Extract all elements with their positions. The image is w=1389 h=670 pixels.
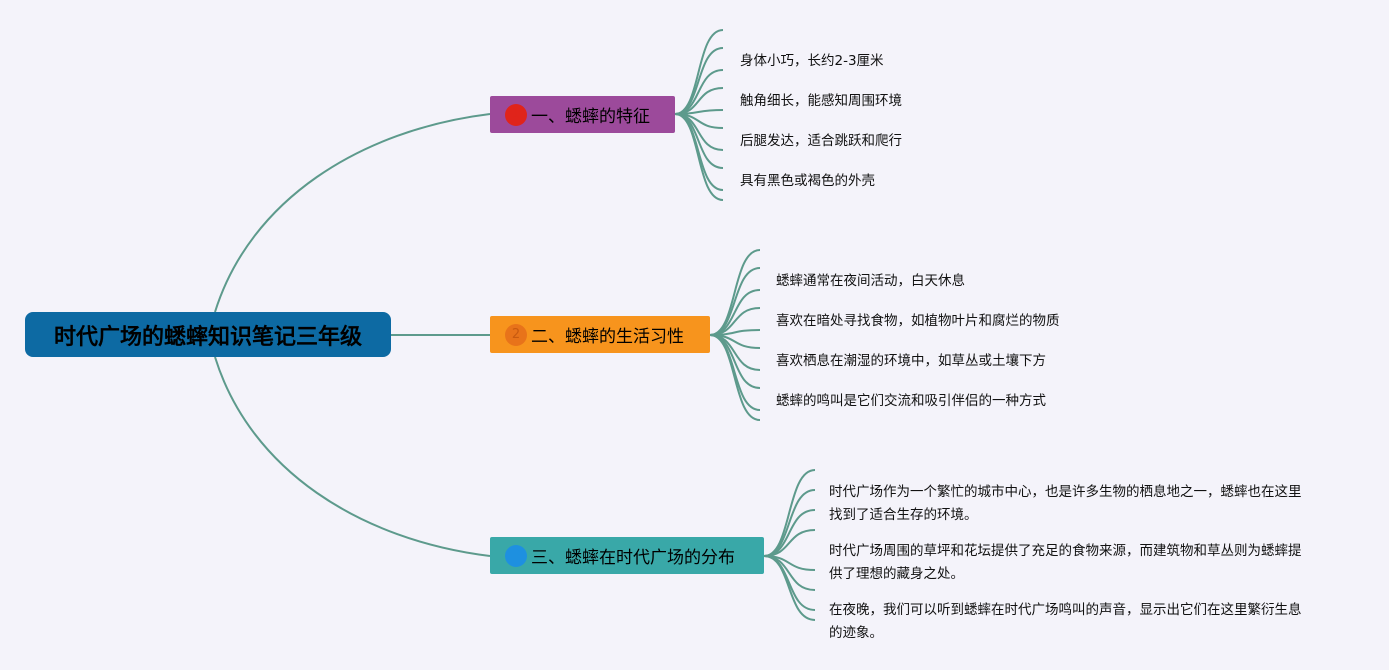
branch-topic-distribution[interactable]: 3 三、蟋蟀在时代广场的分布: [490, 537, 764, 574]
branch-topic-habits[interactable]: 2 二、蟋蟀的生活习性: [490, 316, 710, 353]
leaf-topic[interactable]: 喜欢在暗处寻找食物，如植物叶片和腐烂的物质: [776, 313, 1060, 329]
branch-2-fan-line: [709, 334, 761, 421]
leaf-topic[interactable]: 蟋蟀的鸣叫是它们交流和吸引伴侣的一种方式: [776, 393, 1046, 409]
leaf-topic[interactable]: 蟋蟀通常在夜间活动，白天休息: [776, 273, 965, 289]
leaf-topic[interactable]: 喜欢栖息在潮湿的环境中，如草丛或土壤下方: [776, 353, 1046, 369]
branch-label: 一、蟋蟀的特征: [531, 107, 650, 127]
branch-1-fan-line: [674, 47, 724, 115]
branch-label: 三、蟋蟀在时代广场的分布: [531, 548, 735, 568]
leaf-topic[interactable]: 时代广场作为一个繁忙的城市中心，也是许多生物的栖息地之一，蟋蟀也在这里 找到了适…: [829, 484, 1302, 523]
branch-3-fan-line: [763, 509, 816, 557]
number-badge-icon: 3: [505, 544, 527, 567]
branch-3-fan-line: [763, 489, 816, 557]
leaf-topic[interactable]: 具有黑色或褐色的外壳: [740, 173, 875, 189]
number-badge-icon: 1: [505, 103, 527, 126]
leaf-topic[interactable]: 时代广场周围的草坪和花坛提供了充足的食物来源，而建筑物和草丛则为蟋蟀提 供了理想…: [829, 543, 1302, 582]
number-badge-icon: 2: [505, 323, 527, 346]
branch-topic-characteristics[interactable]: 1 一、蟋蟀的特征: [490, 96, 675, 133]
branch-2-fan-line: [709, 334, 761, 411]
root-topic[interactable]: 时代广场的蟋蟀知识笔记三年级: [25, 312, 391, 357]
root-to-branch-1-line: [214, 113, 491, 313]
branch-2-fan-line: [709, 289, 761, 336]
root-topic-label: 时代广场的蟋蟀知识笔记三年级: [53, 324, 362, 350]
leaf-topic[interactable]: 身体小巧，长约2-3厘米: [740, 53, 884, 69]
branch-label: 二、蟋蟀的生活习性: [531, 327, 684, 347]
leaf-topic[interactable]: 在夜晚，我们可以听到蟋蟀在时代广场鸣叫的声音，显示出它们在这里繁衍生息 的迹象。: [829, 602, 1302, 641]
branch-1-fan-line: [674, 113, 724, 191]
branch-3-fan-line: [763, 555, 816, 621]
branch-2-fan-line: [709, 267, 761, 336]
branch-3-fan-line: [763, 529, 816, 557]
branch-1-fan-line: [674, 113, 724, 201]
leaf-topic[interactable]: 触角细长，能感知周围环境: [740, 93, 902, 109]
leaf-topic[interactable]: 后腿发达，适合跳跃和爬行: [740, 133, 902, 149]
root-to-branch-3-line: [214, 356, 491, 557]
